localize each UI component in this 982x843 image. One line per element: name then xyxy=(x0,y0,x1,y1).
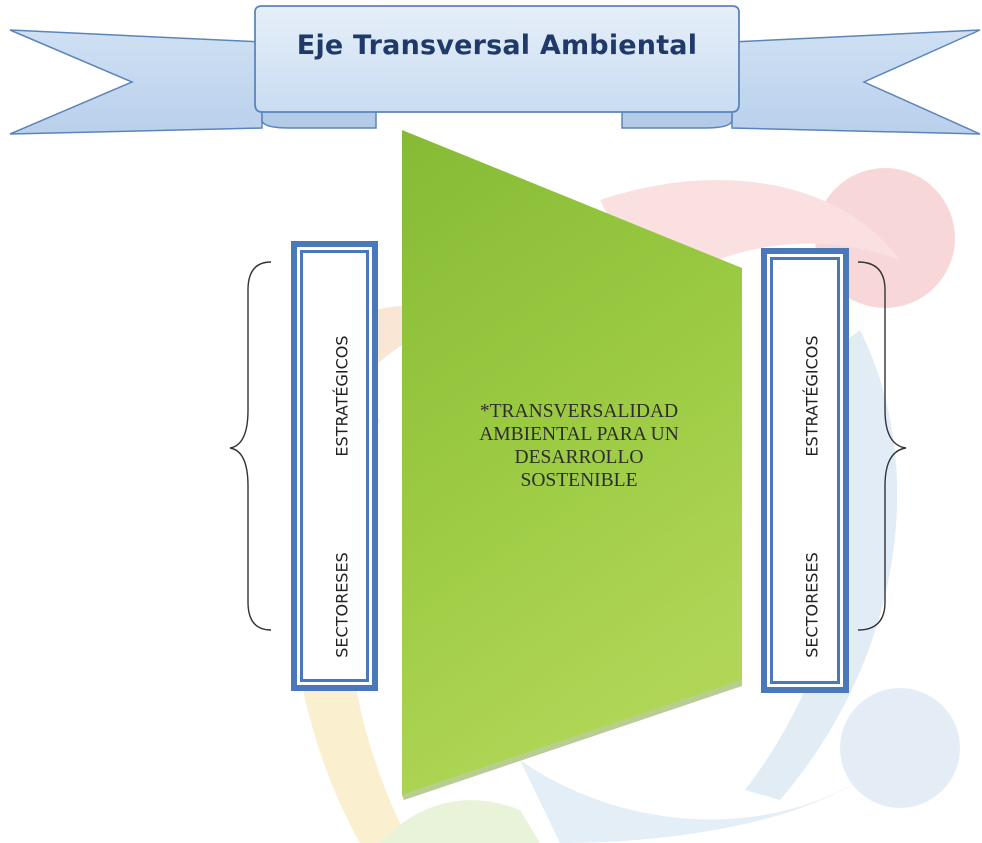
left-curly-brace xyxy=(229,261,272,631)
banner-title: Eje Transversal Ambiental xyxy=(296,29,698,61)
center-label: *TRANSVERSALIDAD AMBIENTAL PARA UN DESAR… xyxy=(420,400,738,492)
center-label-line: DESARROLLO xyxy=(514,447,644,468)
green-wave-shape xyxy=(380,800,540,843)
right-estrategicos-label: ESTRATÉGICOS xyxy=(802,335,822,457)
left-estrategicos-label: ESTRATÉGICOS xyxy=(332,335,352,457)
center-trapezoid-shadow xyxy=(402,680,742,800)
left-panel xyxy=(291,241,378,691)
right-sectoreses-label: SECTORESES xyxy=(802,552,822,658)
banner-center xyxy=(254,5,740,113)
red-ball-shape xyxy=(815,168,955,308)
right-curly-brace xyxy=(857,261,907,631)
center-label-line: AMBIENTAL PARA UN xyxy=(479,424,679,445)
blue-arc-shape xyxy=(745,330,898,800)
left-panel-face xyxy=(303,253,366,679)
title-banner xyxy=(9,5,981,135)
banner-left-tail xyxy=(9,29,263,135)
center-label-line: *TRANSVERSALIDAD xyxy=(479,401,679,422)
center-trapezoid xyxy=(402,130,742,795)
right-panel-face xyxy=(773,260,837,681)
blue-wave-shape xyxy=(520,760,860,843)
left-sectoreses-label: SECTORESES xyxy=(332,552,352,658)
center-label-line: SOSTENIBLE xyxy=(520,470,638,491)
right-panel xyxy=(761,248,849,693)
banner-right-tail xyxy=(731,29,981,135)
blue-ball-shape xyxy=(840,688,960,808)
